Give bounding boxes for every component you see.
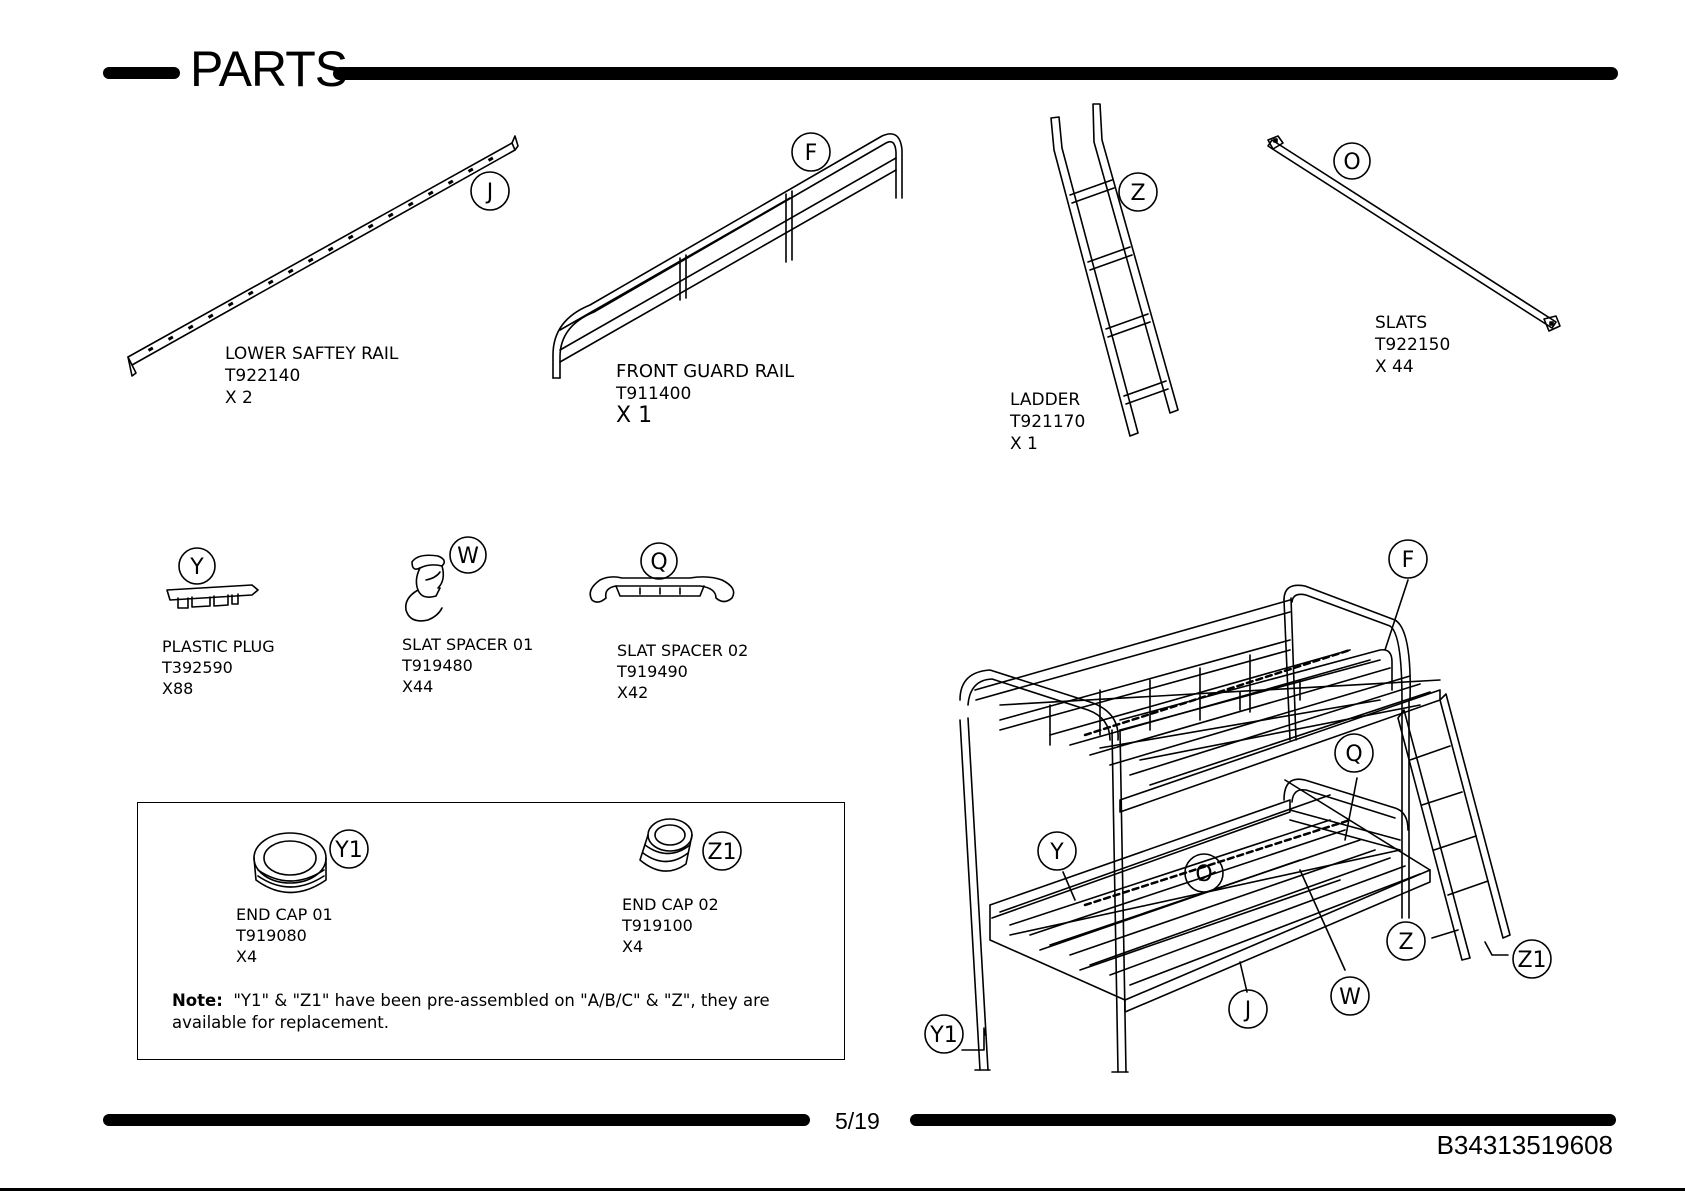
callout-w-top-text: W — [457, 544, 479, 569]
footer-rule-right — [910, 1114, 1616, 1126]
part-name: SLAT SPACER 02 — [617, 641, 749, 660]
page-number: 5/19 — [835, 1108, 880, 1134]
note-body: "Y1" & "Z1" have been pre-assembled on "… — [172, 991, 770, 1032]
slat-spacer-02-drawing — [589, 576, 735, 603]
callout-o-top-text: O — [1343, 150, 1360, 175]
callout-y-top: Y — [178, 547, 216, 585]
callout-bubbles: J F Z O Y W Q Y1 — [178, 132, 1552, 1054]
part-qty: X44 — [402, 677, 434, 696]
part-code: T922150 — [1375, 335, 1451, 355]
note-label: Note: — [172, 991, 223, 1010]
part-code: T921170 — [1010, 412, 1086, 432]
callout-bed-w-text: W — [1339, 985, 1361, 1010]
header-rule-left — [103, 67, 180, 79]
callout-q-top: Q — [640, 542, 678, 580]
part-label-z: LADDER T921170 X 1 — [1010, 389, 1085, 455]
part-code: T919080 — [236, 926, 307, 945]
callout-bed-w: W — [1330, 976, 1370, 1016]
part-name: SLATS — [1375, 313, 1428, 333]
callout-bed-j: J — [1228, 989, 1268, 1029]
callout-bed-q-text: Q — [1345, 742, 1362, 767]
part-qty: X 1 — [1010, 434, 1038, 454]
part-label-y1: END CAP 01 T919080 X4 — [236, 904, 333, 967]
callout-bed-z1: Z1 — [1512, 939, 1552, 979]
page-bottom-edge — [0, 1188, 1685, 1191]
callout-q-top-text: Q — [650, 550, 667, 575]
part-name: LADDER — [1010, 390, 1081, 410]
callout-z-top-text: Z — [1130, 181, 1145, 206]
callout-bed-f: F — [1388, 539, 1428, 579]
part-name: PLASTIC PLUG — [162, 637, 275, 656]
part-code: T919480 — [402, 656, 473, 675]
callout-bed-z-text: Z — [1398, 930, 1413, 955]
callout-bed-f-text: F — [1402, 548, 1415, 573]
part-label-j: LOWER SAFTEY RAIL T922140 X 2 — [225, 343, 398, 409]
part-qty: X4 — [622, 937, 644, 956]
note-text: Note: "Y1" & "Z1" have been pre-assemble… — [172, 990, 832, 1034]
callout-bed-y1: Y1 — [924, 1014, 964, 1054]
part-name: END CAP 02 — [622, 895, 719, 914]
slat-drawing — [1267, 135, 1561, 332]
part-code: T919100 — [622, 916, 693, 935]
callout-y-top-text: Y — [189, 555, 204, 580]
part-name: LOWER SAFTEY RAIL — [225, 344, 399, 364]
part-qty: X 44 — [1375, 357, 1414, 377]
part-qty: X 2 — [225, 388, 253, 408]
slat-spacer-01-drawing — [404, 554, 446, 622]
part-qty: X 1 — [616, 403, 653, 428]
callout-j-top-text: J — [485, 180, 494, 205]
part-label-w: SLAT SPACER 01 T919480 X44 — [402, 634, 533, 697]
note-box — [137, 802, 845, 1060]
part-name: FRONT GUARD RAIL — [616, 361, 795, 382]
end-cap-02-drawing — [639, 818, 693, 872]
part-label-y: PLASTIC PLUG T392590 X88 — [162, 636, 275, 699]
end-cap-01-drawing — [253, 832, 327, 894]
callout-bed-q: Q — [1334, 733, 1374, 773]
footer-rule-left — [103, 1114, 810, 1126]
part-code: T919490 — [617, 662, 688, 681]
part-name: END CAP 01 — [236, 905, 333, 924]
lower-safety-rail-drawing — [127, 135, 519, 377]
callout-w-top: W — [449, 536, 487, 574]
front-guard-rail-drawing — [552, 133, 903, 379]
callout-y1-top: Y1 — [329, 829, 369, 869]
callout-z-top: Z — [1118, 172, 1158, 212]
header-rule-right — [333, 67, 1618, 80]
part-name: SLAT SPACER 01 — [402, 635, 534, 654]
callout-y1-top-text: Y1 — [334, 838, 362, 863]
callout-bed-j-text: J — [1243, 998, 1252, 1023]
callout-bed-y: Y — [1037, 831, 1077, 871]
part-qty: X4 — [236, 947, 258, 966]
bunk-bed-drawing — [959, 579, 1511, 1073]
callout-f-top: F — [791, 132, 831, 172]
plastic-plug-drawing — [166, 584, 259, 609]
part-label-q: SLAT SPACER 02 T919490 X42 — [617, 640, 748, 703]
document-code: B34313519608 — [1436, 1130, 1613, 1160]
callout-j-top: J — [470, 171, 510, 211]
callout-bed-z: Z — [1386, 921, 1426, 961]
callout-bed-y1-text: Y1 — [929, 1023, 957, 1048]
ladder-drawing — [1050, 103, 1179, 437]
callout-z1-top-text: Z1 — [707, 840, 736, 865]
part-code: T911400 — [616, 384, 692, 404]
part-code: T392590 — [162, 658, 233, 677]
part-qty: X42 — [617, 683, 649, 702]
callout-bed-y-text: Y — [1049, 840, 1064, 865]
callout-bed-o-text: O — [1195, 862, 1212, 887]
part-label-z1: END CAP 02 T919100 X4 — [622, 894, 719, 957]
part-label-f: FRONT GUARD RAIL T911400 X 1 — [616, 361, 794, 427]
callout-f-top-text: F — [805, 141, 818, 166]
part-code: T922140 — [225, 366, 301, 386]
callout-z1-top: Z1 — [702, 831, 742, 871]
part-qty: X88 — [162, 679, 194, 698]
callout-bed-z1-text: Z1 — [1517, 948, 1546, 973]
section-title: PARTS — [190, 41, 348, 97]
part-label-o: SLATS T922150 X 44 — [1375, 312, 1450, 378]
callout-bed-o: O — [1184, 853, 1224, 893]
callout-o-top: O — [1333, 142, 1371, 180]
